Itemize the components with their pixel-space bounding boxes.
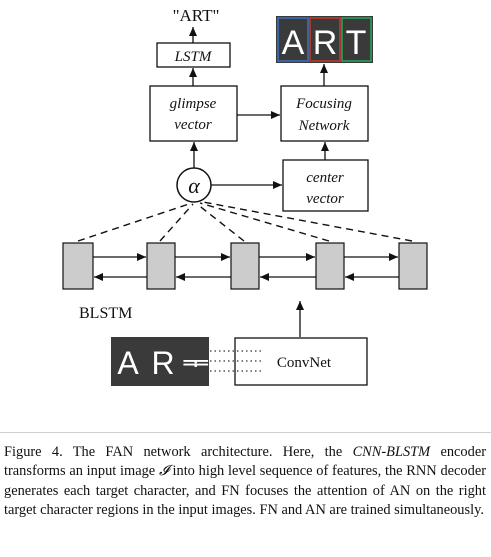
focus-box-a	[277, 17, 309, 62]
attention-dashed-lines	[77, 201, 413, 242]
focusing-label-line2: Network	[298, 118, 350, 134]
focusing-label-line1: Focusing	[295, 96, 352, 112]
caption-emph-cnn-blstm: CNN-BLSTM	[352, 444, 431, 460]
center-label-line2: vector	[306, 191, 344, 207]
center-vector-box	[282, 159, 369, 212]
output-text: "ART"	[173, 6, 220, 25]
center-label-line1: center	[306, 170, 344, 186]
lstm-label: LSTM	[174, 49, 213, 65]
alpha-symbol: α	[188, 173, 200, 198]
focus-box-t	[341, 17, 372, 62]
output-image: A R T	[276, 16, 373, 63]
blstm-label: BLSTM	[79, 305, 132, 322]
input-image: A R ᆍ	[111, 337, 209, 386]
glimpse-vector-box	[149, 85, 238, 142]
output-char-a: A	[282, 24, 305, 62]
blstm-recurrent-arrows	[93, 253, 399, 281]
blstm-cell	[146, 242, 176, 290]
input-char-a: A	[117, 345, 139, 381]
blstm-cell	[230, 242, 260, 290]
caption-area: Figure 4. The FAN network architecture. …	[0, 432, 491, 557]
caption-divider	[0, 432, 491, 433]
lstm-box	[156, 42, 231, 68]
focus-box-r	[309, 17, 341, 62]
output-char-t: T	[346, 24, 367, 62]
blstm-cells	[62, 242, 428, 290]
figure-caption: Figure 4. The FAN network architecture. …	[4, 444, 487, 519]
blstm-cell	[62, 242, 94, 290]
blstm-cell	[398, 242, 428, 290]
caption-emph-input-image: 𝓘	[158, 463, 169, 480]
convnet-label: ConvNet	[277, 355, 332, 371]
glimpse-label-line1: glimpse	[170, 96, 217, 112]
input-char-r: R	[151, 345, 174, 381]
glimpse-label-line2: vector	[174, 117, 212, 133]
fan-architecture-diagram: "ART" LSTM glimpse vector Focusing Netwo…	[62, 6, 428, 386]
convnet-box	[234, 337, 368, 386]
blstm-cell	[315, 242, 345, 290]
output-char-r: R	[313, 24, 338, 62]
input-char-t: ᆍ	[181, 347, 209, 382]
